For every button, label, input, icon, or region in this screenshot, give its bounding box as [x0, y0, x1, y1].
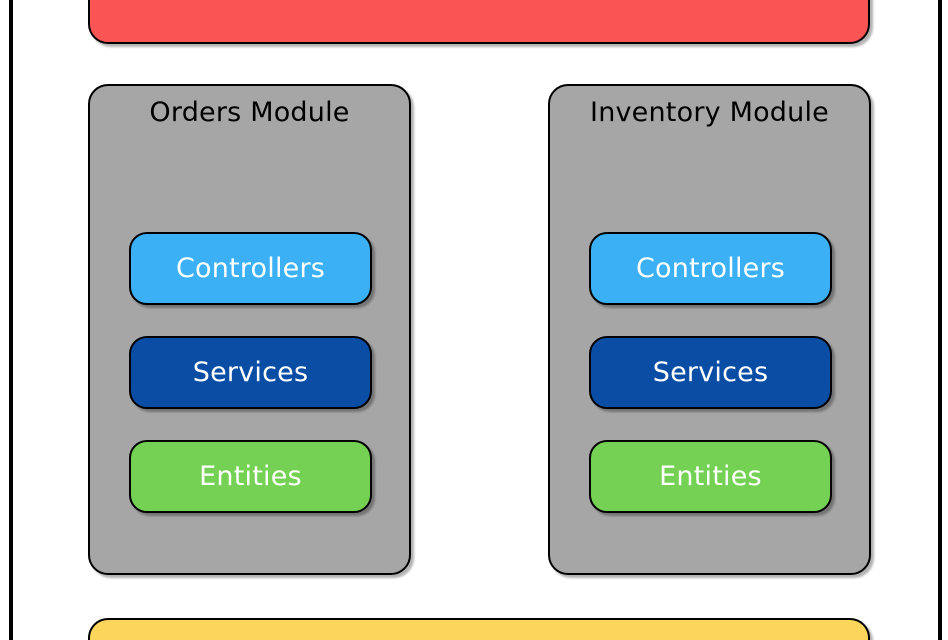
- frame-rule-left: [9, 0, 13, 640]
- node-web-application[interactable]: Web Application: [88, 0, 870, 44]
- node-bottom-banner[interactable]: [88, 618, 870, 640]
- orders-layer-services[interactable]: Services: [129, 336, 372, 409]
- inventory-layer-services-label: Services: [652, 356, 769, 388]
- inventory-layer-controllers-label: Controllers: [635, 252, 786, 284]
- inventory-layer-entities[interactable]: Entities: [589, 440, 832, 513]
- module-orders-title: Orders Module: [149, 97, 350, 128]
- orders-layer-controllers[interactable]: Controllers: [129, 232, 372, 305]
- frame-rule-right: [938, 0, 942, 640]
- orders-layer-entities-label: Entities: [199, 460, 302, 492]
- module-inventory-title: Inventory Module: [590, 97, 829, 128]
- inventory-layer-controllers[interactable]: Controllers: [589, 232, 832, 305]
- inventory-layer-services[interactable]: Services: [589, 336, 832, 409]
- inventory-layer-entities-label: Entities: [659, 460, 762, 492]
- orders-layer-controllers-label: Controllers: [175, 252, 326, 284]
- orders-layer-entities[interactable]: Entities: [129, 440, 372, 513]
- orders-layer-services-label: Services: [192, 356, 309, 388]
